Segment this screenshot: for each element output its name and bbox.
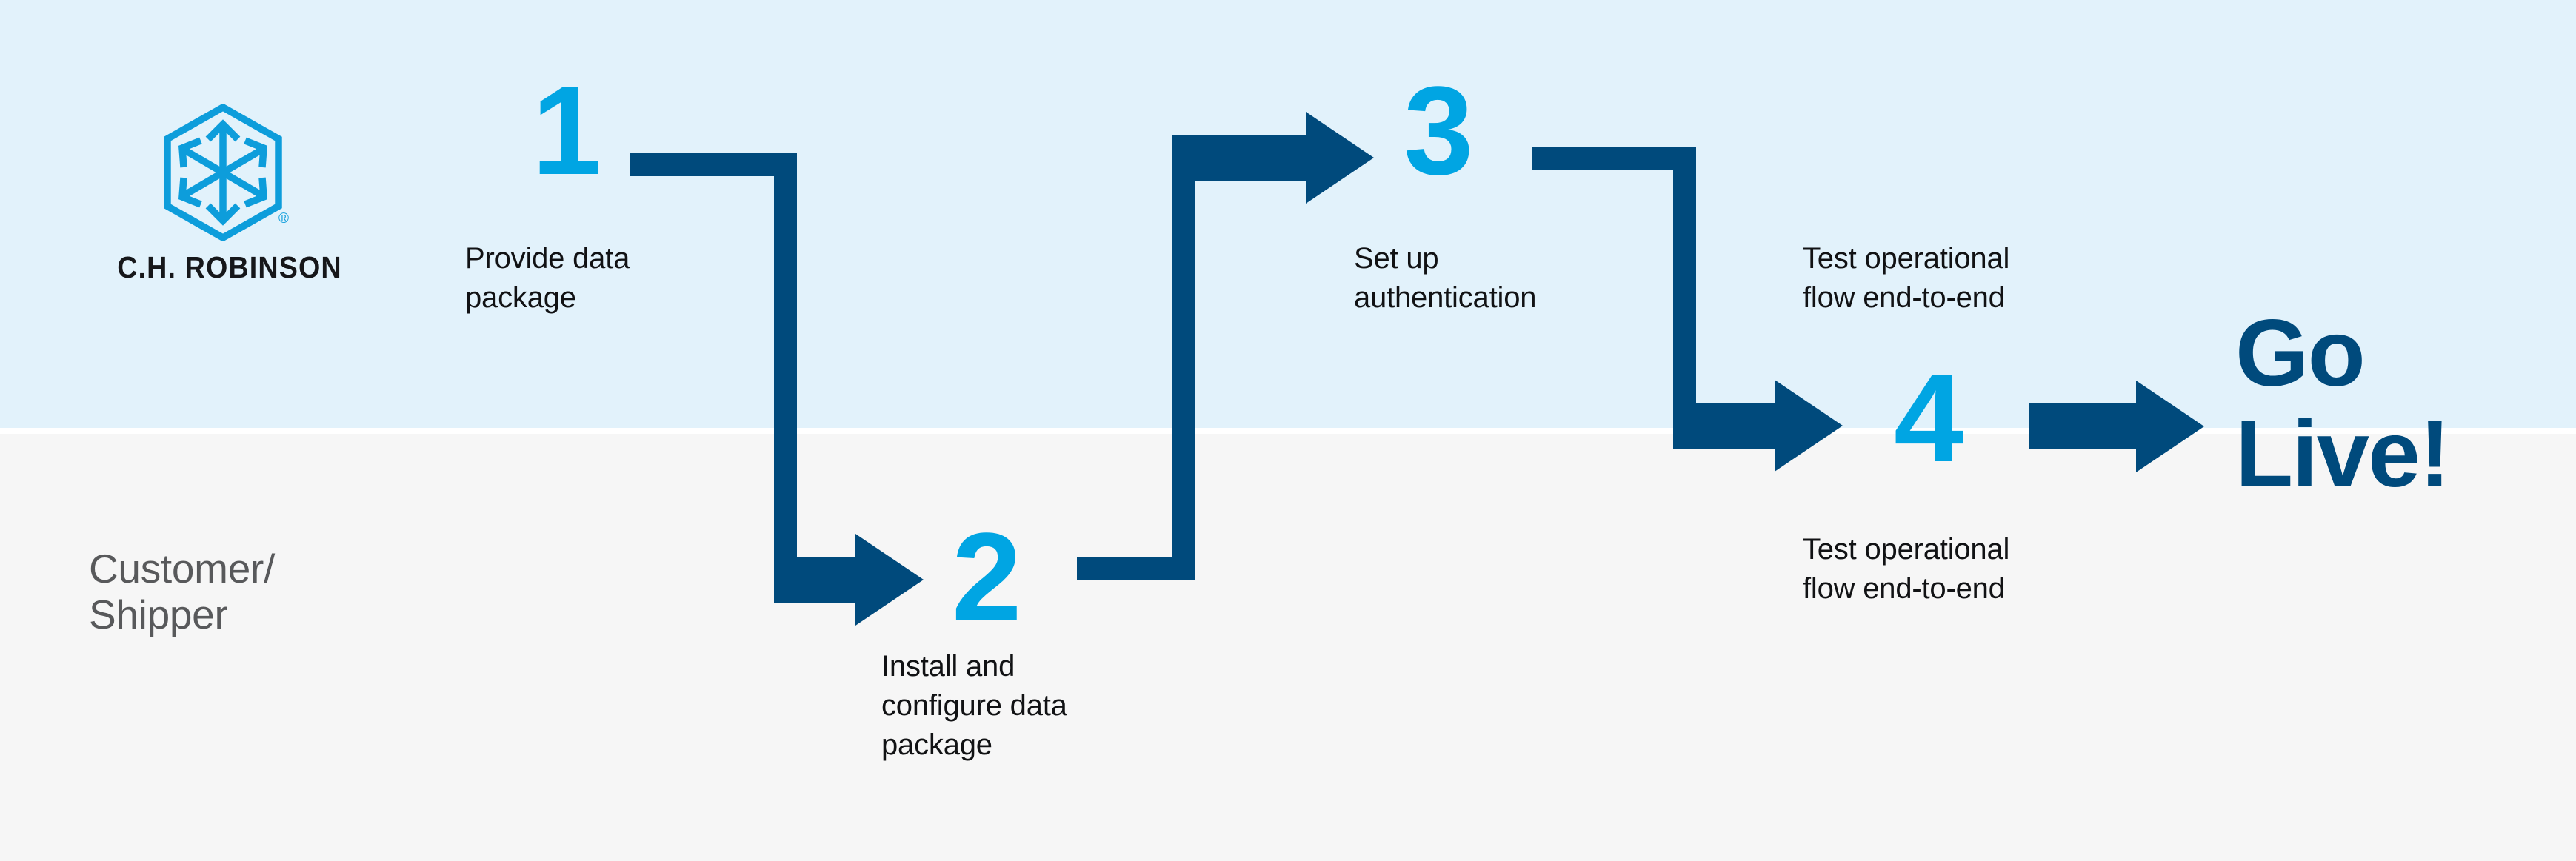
step-caption-line: Set up xyxy=(1354,242,1439,275)
go-live-label: Go Live! xyxy=(2235,304,2546,504)
step-caption-line: configure data xyxy=(881,689,1067,722)
step-number-3: 3 xyxy=(1404,61,1474,201)
step-caption-4-lower: Test operational flow end-to-end xyxy=(1803,530,2099,609)
step-number-2: 2 xyxy=(952,507,1022,648)
connector-segment-horizontal xyxy=(774,557,859,603)
step-caption-line: authentication xyxy=(1354,281,1537,314)
arrowhead-right-icon xyxy=(1306,112,1374,204)
connector-segment-horizontal xyxy=(630,153,797,176)
arrowhead-right-icon xyxy=(855,534,924,626)
band-top-partner-lane xyxy=(0,0,2576,428)
lane-label-line-2: Shipper xyxy=(89,591,228,637)
step-caption-3: Set up authentication xyxy=(1354,239,1650,318)
step-caption-line: Test operational xyxy=(1803,533,2010,566)
step-caption-line: Test operational xyxy=(1803,242,2010,275)
brand-wordmark: C.H. ROBINSON xyxy=(117,250,342,284)
registered-trademark-icon: ® xyxy=(278,211,289,227)
step-number-4: 4 xyxy=(1894,348,1964,489)
connector-segment-vertical xyxy=(774,153,797,569)
step-caption-line: Install and xyxy=(881,650,1015,683)
hexagon-cube-arrows-icon xyxy=(161,103,284,242)
connector-segment-vertical xyxy=(1172,153,1195,580)
connector-segment-horizontal xyxy=(2029,403,2140,449)
arrowhead-right-icon xyxy=(1775,380,1843,472)
go-live-line-1: Go xyxy=(2235,301,2366,406)
lane-label-line-1: Customer/ xyxy=(89,546,275,592)
step-caption-line: flow end-to-end xyxy=(1803,572,2005,605)
lane-label-customer-shipper: Customer/ Shipper xyxy=(89,546,400,637)
step-caption-line: package xyxy=(465,281,576,314)
step-caption-line: Provide data xyxy=(465,242,630,275)
step-caption-1: Provide data package xyxy=(465,239,710,318)
brand-logo: ® C.H. ROBINSON xyxy=(117,103,341,304)
step-caption-line: package xyxy=(881,728,992,761)
arrowhead-right-icon xyxy=(2136,381,2204,472)
step-caption-4-upper: Test operational flow end-to-end xyxy=(1803,239,2099,318)
connector-segment-horizontal xyxy=(1532,147,1696,170)
go-live-line-2: Live! xyxy=(2235,401,2451,507)
step-number-1: 1 xyxy=(532,61,602,201)
step-caption-2: Install and configure data package xyxy=(881,647,1178,764)
step-caption-line: flow end-to-end xyxy=(1803,281,2005,314)
connector-segment-horizontal xyxy=(1673,403,1778,449)
connector-segment-horizontal xyxy=(1172,135,1309,181)
band-bottom-customer-lane xyxy=(0,434,2576,861)
connector-segment-vertical xyxy=(1673,147,1696,403)
